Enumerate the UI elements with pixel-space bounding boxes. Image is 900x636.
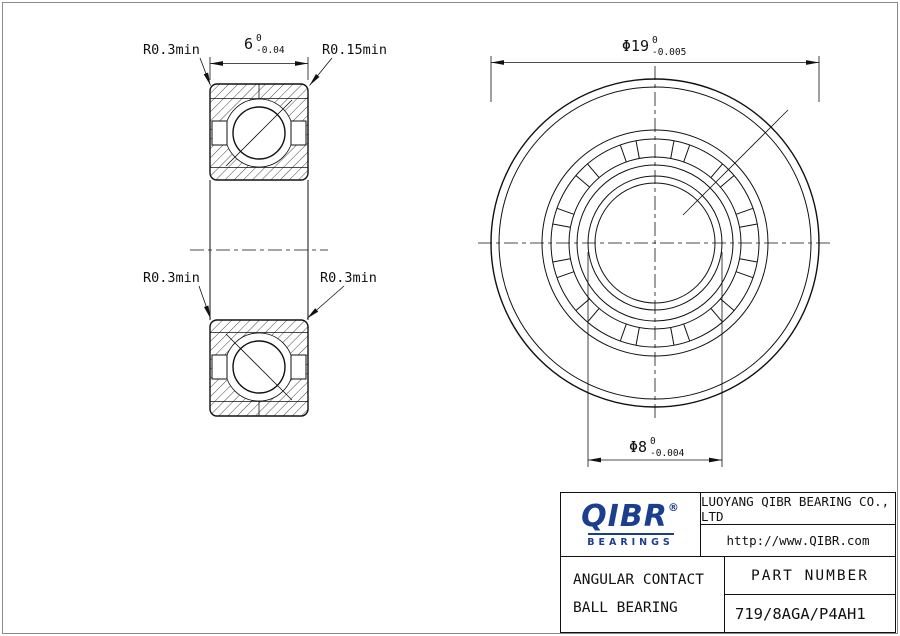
contact-angle-line-top xyxy=(225,99,293,167)
front-view xyxy=(478,66,834,422)
company-name: LUOYANG QIBR BEARING CO., LTD xyxy=(701,493,895,525)
registered-trademark-symbol: ® xyxy=(667,500,680,514)
logo-underline xyxy=(587,532,674,535)
dim-od-value: Φ19 xyxy=(622,37,649,55)
leader-top-left xyxy=(199,57,211,86)
radius-note-top-left: R0.3min xyxy=(143,42,200,58)
part-number-label: PART NUMBER xyxy=(725,557,895,595)
ball-top xyxy=(232,106,286,160)
cage-section-top-right xyxy=(290,120,307,146)
dim-outer-diameter: Φ19 0 -0.005 xyxy=(490,35,820,102)
dimensions: 6 0 -0.04 R0.3min R0.15min R0.3min R0.3m… xyxy=(143,33,820,467)
dim-od-upper-tol: 0 xyxy=(652,35,658,46)
radius-note-top-right: R0.15min xyxy=(322,42,387,58)
dim-width-value: 6 xyxy=(244,35,253,53)
dim-bore-value: Φ8 xyxy=(629,438,647,456)
dim-width-lower-tol: -0.04 xyxy=(256,45,285,56)
product-type-line1: ANGULAR CONTACT xyxy=(573,571,704,588)
section-bottom-ring xyxy=(209,319,309,417)
leader-mid-left xyxy=(198,285,211,319)
ball-bottom xyxy=(232,340,286,394)
radius-note-mid-right: R0.3min xyxy=(320,270,377,286)
dim-bore-upper-tol: 0 xyxy=(650,436,656,447)
product-type-line2: BALL BEARING xyxy=(573,599,678,616)
part-number-value: 719/8AGA/P4AH1 xyxy=(735,604,866,623)
dim-width-upper-tol: 0 xyxy=(256,33,262,44)
cage-section-bottom-right xyxy=(290,354,307,380)
contact-angle-line-bottom xyxy=(225,333,293,401)
company-website: http://www.QIBR.com xyxy=(726,533,870,548)
company-logo: QIBR® BEARINGS xyxy=(561,493,701,556)
dim-width: 6 0 -0.04 xyxy=(209,33,309,80)
logo-subtext: BEARINGS xyxy=(587,536,674,548)
product-type-cell: ANGULAR CONTACT BALL BEARING xyxy=(561,557,725,632)
radius-note-mid-left: R0.3min xyxy=(143,270,200,286)
logo-text: QIBR® xyxy=(581,498,680,534)
cage-section-top-left xyxy=(211,120,228,146)
title-block: QIBR® BEARINGS LUOYANG QIBR BEARING CO.,… xyxy=(560,492,896,633)
cage-section-bottom-left xyxy=(211,354,228,380)
section-top-ring xyxy=(209,83,309,181)
dim-od-lower-tol: -0.005 xyxy=(652,47,686,58)
dim-bore-lower-tol: -0.004 xyxy=(650,448,685,459)
cage-pocket-lines xyxy=(552,140,758,346)
dim-bore-diameter: Φ8 0 -0.004 xyxy=(587,252,723,467)
diagonal-reference-line xyxy=(682,109,789,216)
leader-top-right xyxy=(309,57,333,86)
section-view xyxy=(190,83,328,417)
leader-mid-right xyxy=(306,285,345,319)
